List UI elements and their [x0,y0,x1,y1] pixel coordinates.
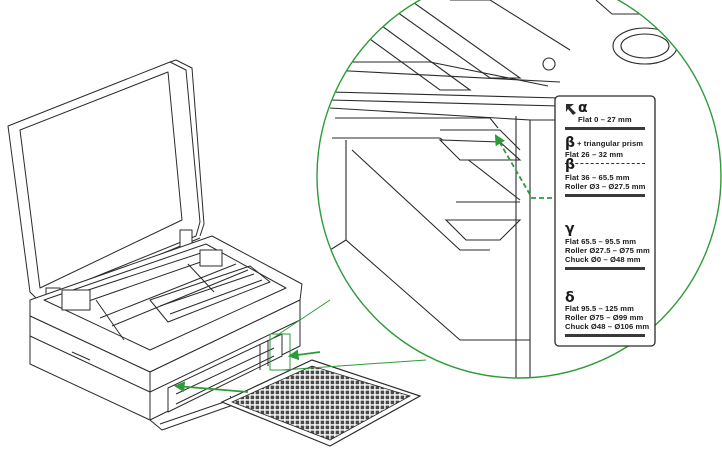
beta-line-1: Flat 36 – 65.5 mm [565,173,630,182]
gamma-line-2: Roller Ø27.5 – Ø75 mm [565,246,650,255]
delta-bar [565,334,645,337]
beta-line-2: Roller Ø3 – Ø27.5 mm [565,182,646,191]
arrow-upper [287,349,321,361]
gamma-bar [565,267,645,270]
cursor-arrow-icon [566,104,576,115]
arrow-lower [173,381,249,393]
delta-line-2: Roller Ø75 – Ø99 mm [565,313,644,322]
gamma-symbol: γ [565,221,575,237]
beta-symbol: β [565,157,576,173]
highlight-slot [269,333,291,371]
beta-bar [565,194,645,197]
insertion-arrows [173,349,321,393]
delta-symbol: δ [565,290,575,306]
beta-prism-symbol: β [565,135,576,151]
leader-arrow [494,134,552,199]
beta-prism-title: + triangular prism [577,139,644,148]
callout-lines [269,299,427,371]
honeycomb-panel [220,359,422,447]
machine-body [29,299,301,431]
label-plate [554,95,656,347]
alpha-symbol: α [578,100,588,116]
zoom-detail [316,0,722,379]
alpha-bar [565,127,645,130]
delta-line-3: Chuck Ø48 – Ø106 mm [565,322,650,331]
gamma-line-1: Flat 65.5 – 95.5 mm [565,237,637,246]
laser-engraver-machine [7,59,303,431]
alpha-line-1: Flat 0 – 27 mm [578,115,632,124]
beta-prism-divider [565,163,645,164]
beta-prism-line-1: Flat 26 – 32 mm [565,150,624,159]
zoom-outline [316,0,722,379]
delta-line-1: Flat 95.5 – 125 mm [565,304,634,313]
gamma-line-3: Chuck Ø0 – Ø48 mm [565,255,641,264]
